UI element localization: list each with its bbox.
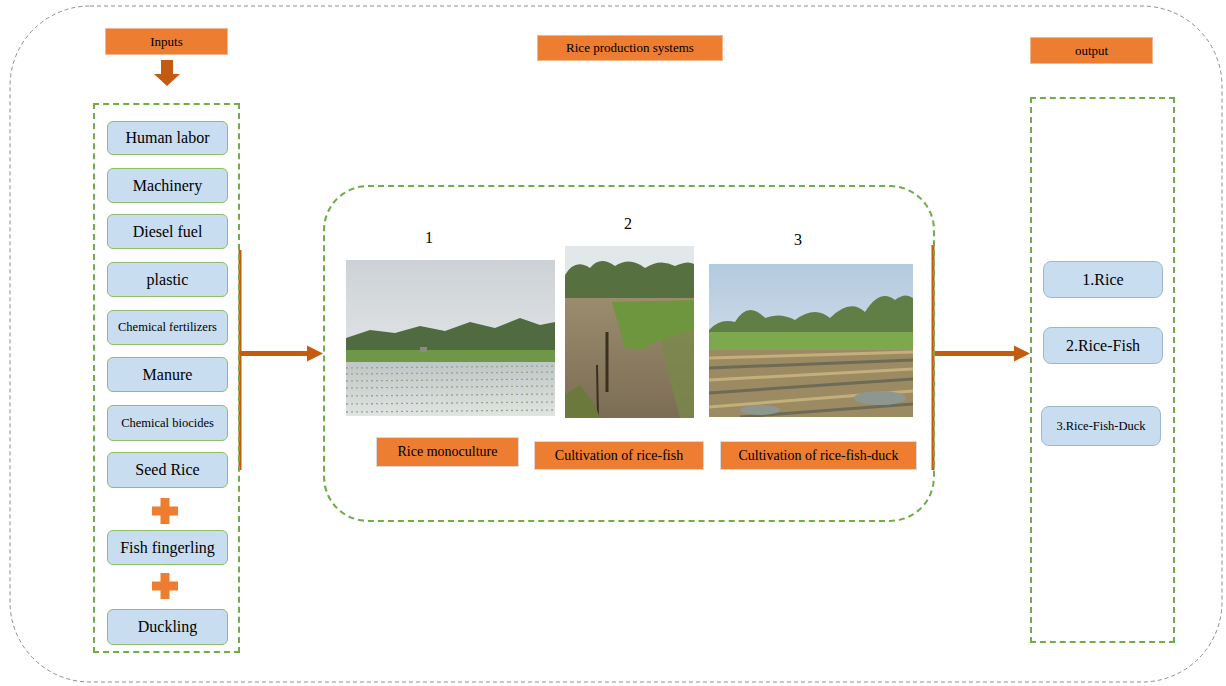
photo-number: 2 (624, 215, 632, 233)
box-text: Manure (143, 366, 193, 384)
box-text: 2.Rice-Fish (1066, 337, 1140, 355)
photo-number: 3 (794, 231, 802, 249)
box-text: Diesel fuel (133, 223, 203, 241)
box-text: Cultivation of rice-fish (555, 448, 683, 464)
photo-number-holder: 3 (794, 231, 802, 249)
box-text: Duckling (138, 618, 198, 636)
input-box: Diesel fuel (107, 214, 228, 249)
input-box: Human labor (107, 121, 228, 155)
output-box: 3.Rice-Fish-Duck (1041, 406, 1161, 446)
photo-rice-fish-duck (709, 264, 913, 417)
heading-box: output (1030, 37, 1153, 64)
input-box: plastic (107, 262, 228, 297)
input-box: Seed Rice (107, 452, 228, 488)
photo-number: 1 (425, 229, 433, 247)
box-text: Rice monoculture (398, 444, 498, 460)
input-box: Fish fingerling (107, 530, 228, 565)
down-arrow (154, 60, 180, 86)
output-box: 2.Rice-Fish (1043, 327, 1163, 364)
plus-sign (152, 498, 178, 524)
box-text: Chemical fertilizers (118, 320, 217, 335)
input-box: Manure (107, 357, 228, 392)
flow-arrow (935, 351, 1020, 356)
systems-group: Rice production systemsRice monocultureC… (323, 185, 935, 522)
photo-number-holder: 1 (425, 229, 433, 247)
photo-number-holder: 2 (624, 215, 632, 233)
system-caption-box: Rice monoculture (376, 437, 519, 467)
flow-arrow (240, 351, 313, 356)
heading-text: Rice production systems (566, 40, 694, 56)
input-box: Chemical fertilizers (107, 310, 228, 345)
box-text: 3.Rice-Fish-Duck (1056, 419, 1145, 434)
photo-rice-fish (565, 246, 694, 418)
box-text: Seed Rice (135, 461, 199, 479)
box-text: plastic (147, 271, 189, 289)
inputs-group: InputsHuman laborMachineryDiesel fuelpla… (93, 103, 240, 653)
system-caption-box: Cultivation of rice-fish-duck (720, 441, 917, 470)
box-text: 1.Rice (1082, 271, 1123, 289)
input-box: Machinery (107, 168, 228, 203)
box-text: Fish fingerling (120, 539, 215, 557)
photo-rice-monoculture (346, 260, 555, 416)
outer-frame (10, 6, 1222, 682)
heading-text: Inputs (150, 34, 183, 50)
output-group: output1.Rice2.Rice-Fish3.Rice-Fish-Duck (1030, 97, 1175, 643)
box-text: Human labor (126, 129, 210, 147)
box-text: Chemical biocides (121, 416, 214, 431)
heading-box: Inputs (105, 28, 228, 55)
plus-sign (152, 573, 178, 599)
box-text: Cultivation of rice-fish-duck (738, 448, 898, 464)
heading-box: Rice production systems (537, 35, 723, 61)
box-text: Machinery (133, 177, 202, 195)
output-box: 1.Rice (1043, 261, 1163, 298)
input-box: Duckling (107, 609, 228, 645)
heading-text: output (1075, 43, 1108, 59)
input-box: Chemical biocides (107, 405, 228, 441)
system-caption-box: Cultivation of rice-fish (534, 441, 704, 470)
